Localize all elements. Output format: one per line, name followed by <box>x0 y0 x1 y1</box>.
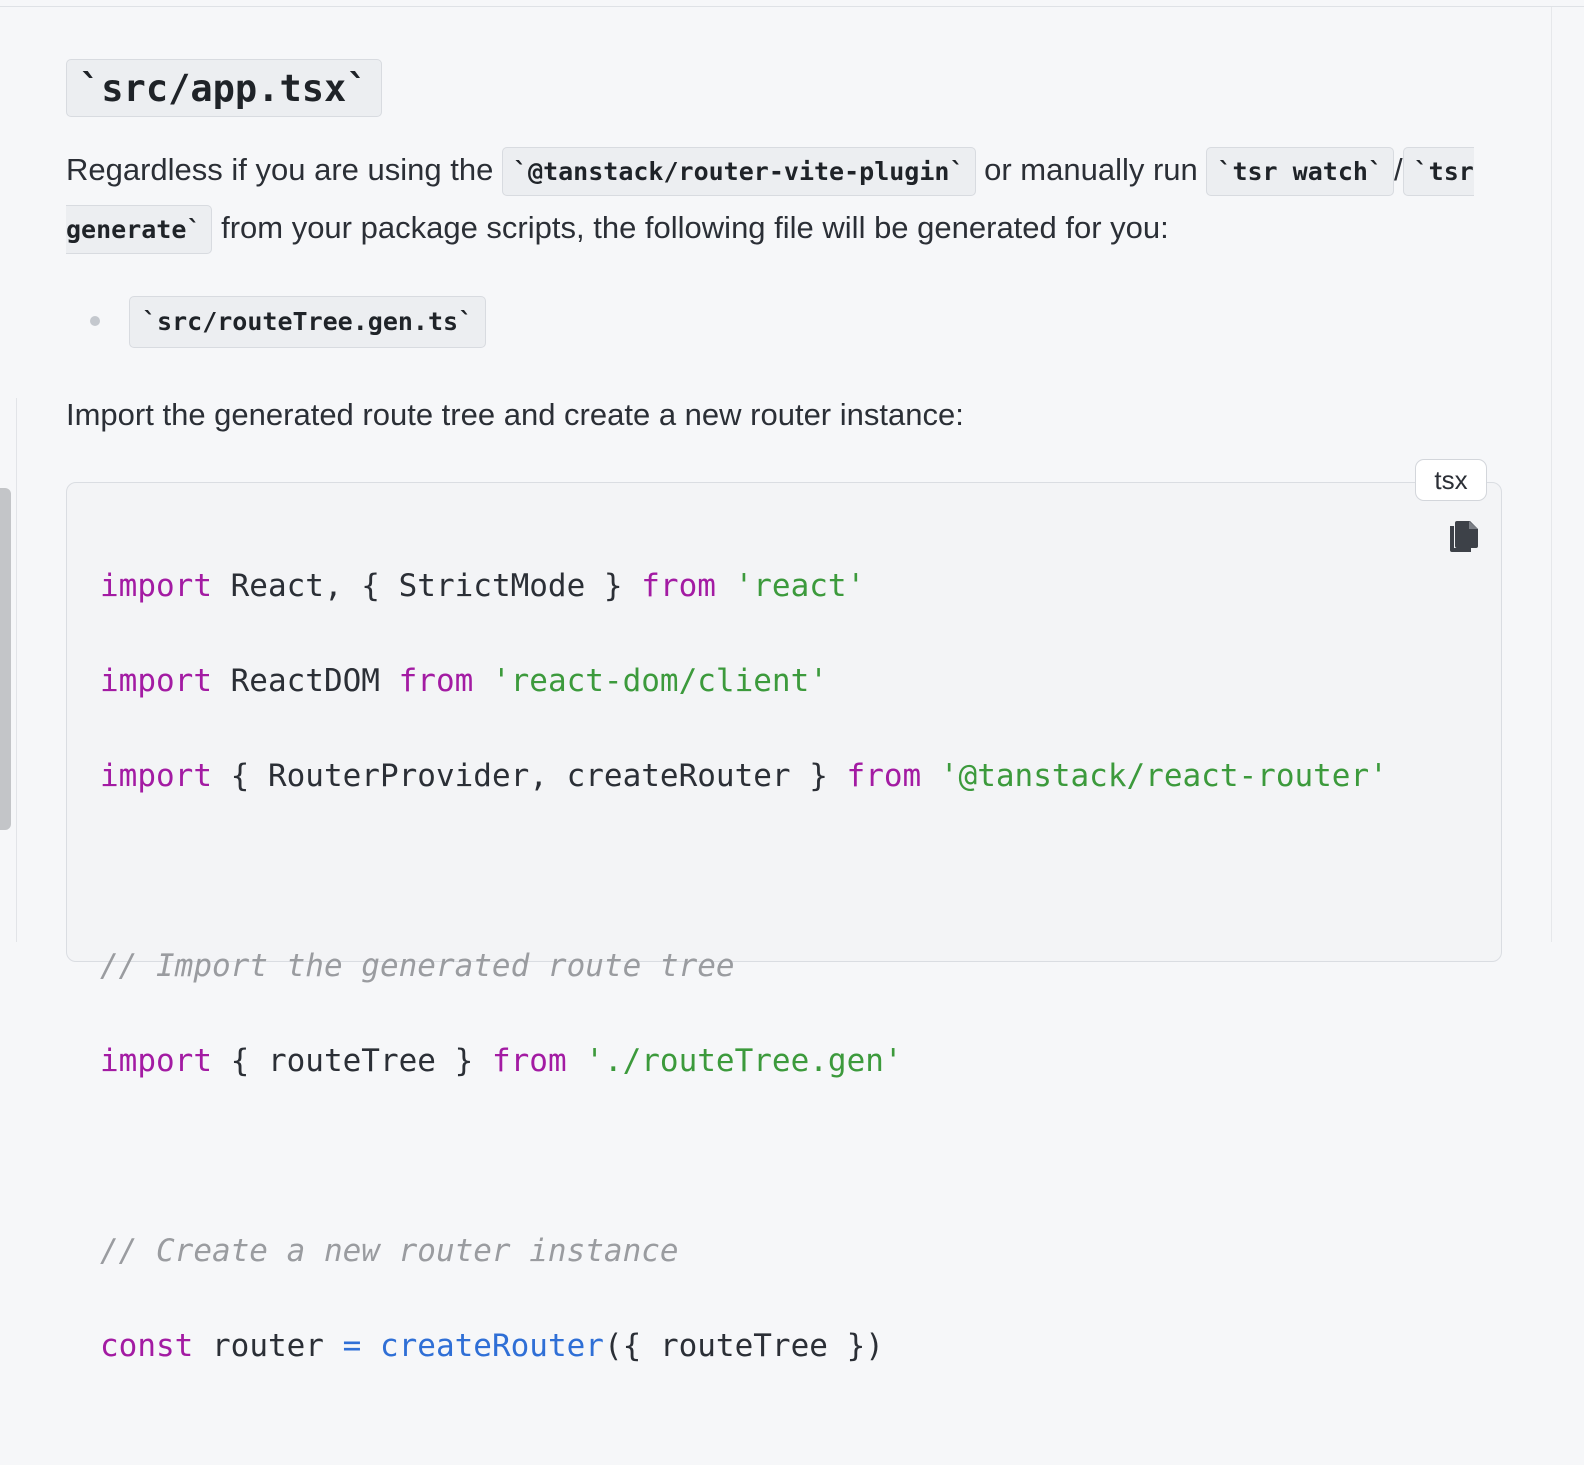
keyword: from <box>398 662 474 699</box>
string-literal: 'react' <box>734 567 866 604</box>
keyword: from <box>491 1042 567 1079</box>
code-text <box>361 1328 380 1364</box>
keyword: import <box>100 757 212 794</box>
code-line-5: // Import the generated route tree <box>100 943 1388 991</box>
code-line-blank <box>100 1133 1388 1181</box>
inline-code-tsr-watch: `tsr watch` <box>1206 147 1394 196</box>
code-text <box>921 758 940 794</box>
code-line-6: import { routeTree } from './routeTree.g… <box>100 1038 1388 1086</box>
code-line-1: import React, { StrictMode } from 'react… <box>100 563 1388 611</box>
copy-button[interactable] <box>1446 517 1480 557</box>
code-line-blank <box>100 848 1388 896</box>
code-text <box>567 1043 586 1079</box>
code-line-3: import { RouterProvider, createRouter } … <box>100 753 1388 801</box>
keyword: import <box>100 567 212 604</box>
operator: = <box>342 1327 362 1364</box>
string-literal: 'react-dom/client' <box>491 662 828 699</box>
keyword: import <box>100 1042 212 1079</box>
keyword: import <box>100 662 212 699</box>
code-text: { routeTree } <box>211 1042 492 1079</box>
list-item: `src/routeTree.gen.ts` <box>129 296 487 348</box>
code-line-8: // Create a new router instance <box>100 1228 1388 1276</box>
language-badge: tsx <box>1415 459 1487 501</box>
code-comment: // Import the generated route tree <box>100 947 735 984</box>
paragraph-separator: / <box>1393 152 1403 187</box>
code-text: router <box>193 1327 343 1364</box>
paragraph-text: or manually run <box>975 152 1207 187</box>
keyword: const <box>100 1327 194 1364</box>
keyword: from <box>641 567 716 604</box>
paragraph-text: Regardless if you are using the <box>66 152 502 187</box>
list-bullet <box>90 316 100 326</box>
scrollbar-thumb[interactable] <box>0 488 11 830</box>
code-text <box>716 568 735 604</box>
code-text: ReactDOM <box>211 662 399 699</box>
copy-icon <box>1450 521 1478 552</box>
code-comment: // Create a new router instance <box>100 1232 679 1269</box>
inline-code-vite-plugin: `@tanstack/router-vite-plugin` <box>501 147 976 196</box>
right-divider <box>1551 7 1552 942</box>
intro-paragraph: Regardless if you are using the `@tansta… <box>66 142 1486 258</box>
string-literal: '@tanstack/react-router' <box>939 757 1388 794</box>
keyword: from <box>846 757 922 794</box>
left-divider <box>16 398 17 942</box>
code-line-2: import ReactDOM from 'react-dom/client' <box>100 658 1388 706</box>
code-text: ({ routeTree }) <box>603 1327 884 1364</box>
import-paragraph: Import the generated route tree and crea… <box>66 397 964 432</box>
function-name: createRouter <box>379 1327 604 1364</box>
paragraph-text: from your package scripts, the following… <box>212 210 1169 245</box>
code-line-9: const router = createRouter({ routeTree … <box>100 1323 1388 1371</box>
top-divider <box>0 6 1584 7</box>
code-content: import React, { StrictMode } from 'react… <box>100 515 1388 1465</box>
section-heading: `src/app.tsx` <box>66 59 382 117</box>
code-block <box>66 482 1502 962</box>
string-literal: './routeTree.gen' <box>585 1042 903 1079</box>
code-text: React, { StrictMode } <box>211 567 642 604</box>
code-text <box>473 663 492 699</box>
code-text: { RouterProvider, createRouter } <box>211 757 847 794</box>
